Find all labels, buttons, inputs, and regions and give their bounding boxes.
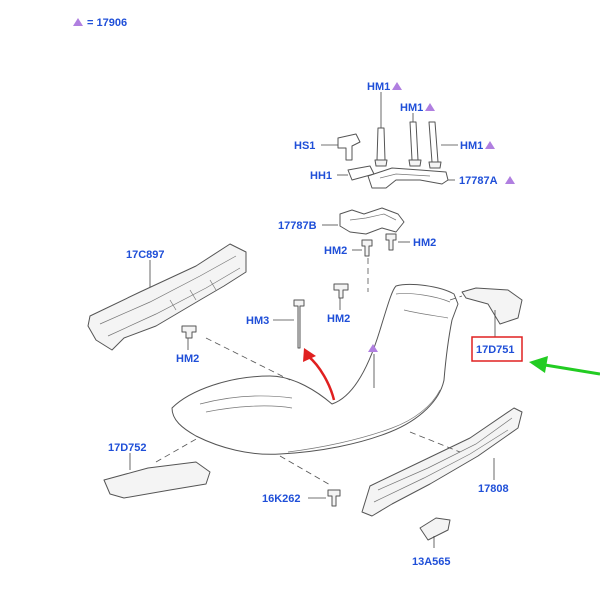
hs1-clip [321,133,361,161]
label-hm1-a: HM1 [367,81,390,93]
reinforcement-17c897 [87,243,247,351]
triangle-icon [505,176,515,184]
label-hh1: HH1 [310,170,332,182]
trim-17d752 [103,453,211,499]
legend-triangle-icon [73,18,83,26]
label-17808: 17808 [478,483,509,495]
label-hm2-d: HM2 [176,353,199,365]
label-hm3: HM3 [246,315,269,327]
bracket-17787b [322,207,405,235]
green-arrow [529,356,600,376]
label-17d751: 17D751 [476,344,515,356]
triangle-icon [485,141,495,149]
hm2-fastener-right [385,233,410,251]
plug-16k262 [308,489,341,507]
hm2-fastener-center [333,283,349,310]
hm1-bolt-right [428,121,458,169]
label-hm1-b: HM1 [400,102,423,114]
diffuser-17808 [361,407,523,517]
part-17d751-highlight-box [471,336,523,362]
triangle-icon [425,103,435,111]
hm1-bolt-left [374,92,388,167]
triangle-icon [368,344,378,352]
label-17d752: 17D752 [108,442,147,454]
label-hm1-c: HM1 [460,140,483,152]
triangle-icon [392,82,402,90]
label-hm2-a: HM2 [324,245,347,257]
bumper-cover [171,283,459,455]
label-17787a: 17787A [459,175,498,187]
bracket-17787a [367,167,455,189]
label-hm2-b: HM2 [413,237,436,249]
legend-text: = 17906 [87,17,127,29]
hm1-bolt-middle [408,113,422,167]
label-hs1: HS1 [294,140,315,152]
label-13a565: 13A565 [412,556,451,568]
label-hm2-c: HM2 [327,313,350,325]
trim-17d751 [461,287,523,337]
label-16k262: 16K262 [262,493,301,505]
red-arrow [303,348,336,401]
hm3-stud [273,299,305,349]
label-17787b: 17787B [278,220,317,232]
hm2-fastener-lower-left [181,325,197,350]
cover-13a565 [419,517,451,548]
hm2-fastener-left [352,239,373,257]
label-17c897: 17C897 [126,249,165,261]
